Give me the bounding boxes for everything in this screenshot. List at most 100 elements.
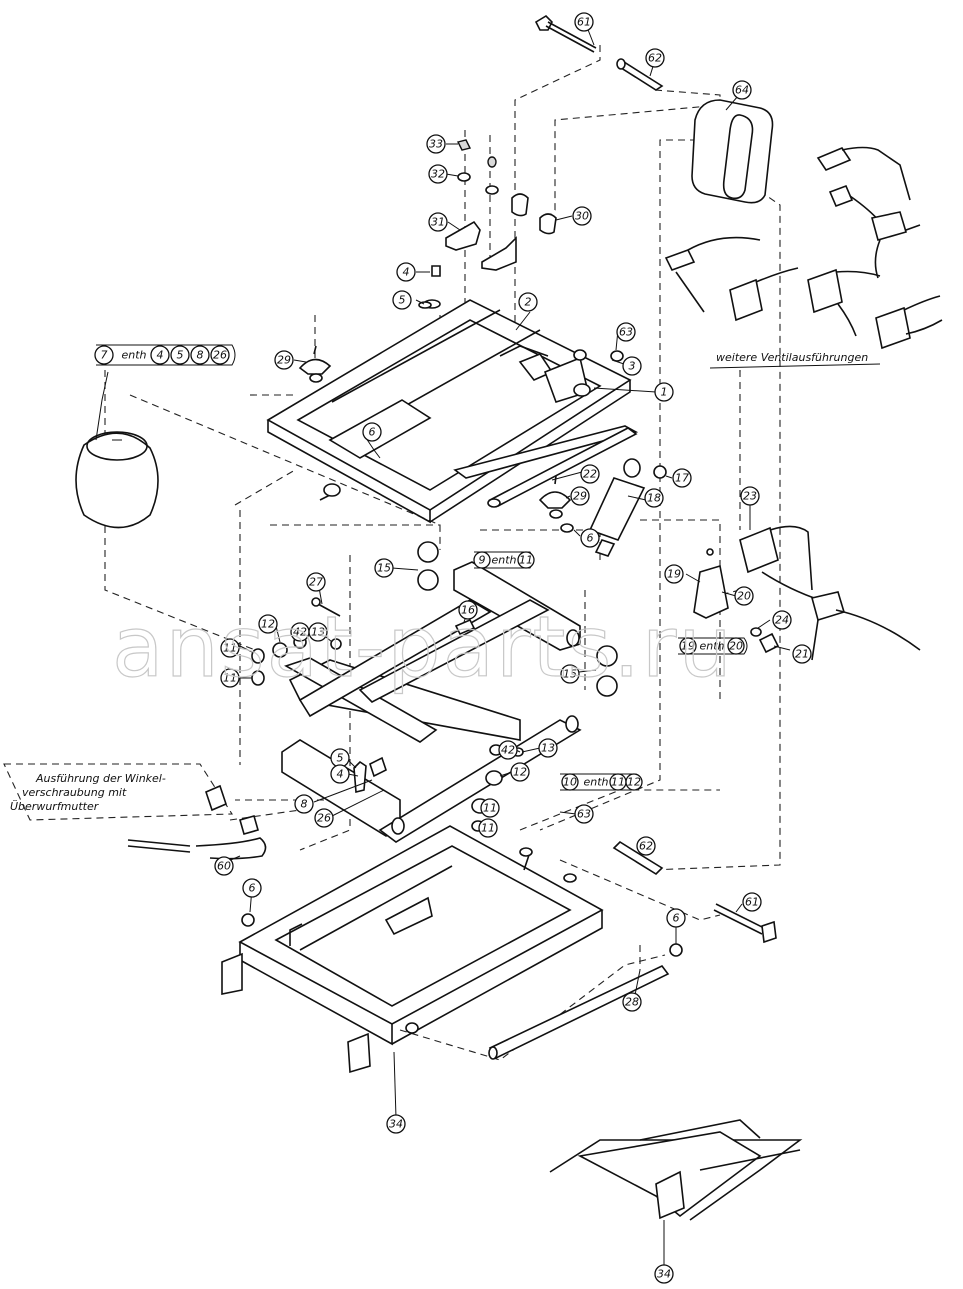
lower-base-frame [221, 825, 683, 1074]
part-callout-15: 15 [560, 664, 580, 684]
callout-number: 20 [737, 590, 751, 603]
part-callout-8: 8 [294, 794, 314, 814]
callout-number: 12 [261, 618, 275, 631]
part-callout-24: 24 [772, 610, 792, 630]
callout-number: 6 [587, 532, 594, 545]
group-10-item: 11 [611, 776, 625, 789]
part-callout-21: 21 [792, 644, 812, 664]
callout-number: 4 [403, 266, 410, 279]
top-bolt [534, 14, 597, 53]
callout-number: 6 [673, 912, 680, 925]
callout-number: 11 [481, 822, 495, 835]
callout-number: 33 [429, 138, 443, 151]
callout-number: 63 [619, 326, 633, 339]
callout-circle [510, 762, 530, 782]
variants-label-group: weitere Ventilausführungen [709, 351, 881, 369]
cross-shaft [488, 964, 670, 1060]
part-callout-3: 3 [622, 356, 642, 376]
group-9-word: enth [491, 554, 516, 567]
group-7-item: 4 [157, 349, 164, 362]
callout-circle [654, 1264, 674, 1284]
callout-circle [428, 212, 448, 232]
part-callout-6: 6 [362, 422, 382, 442]
valve-lever-plate [693, 548, 780, 654]
lower-bolt [713, 903, 777, 944]
pivot-pin-top [616, 58, 664, 91]
callout-number: 6 [249, 882, 256, 895]
part-callout-5: 5 [392, 290, 412, 310]
callout-circle [220, 638, 240, 658]
part-callout-5: 5 [330, 748, 350, 768]
callout-circle [498, 740, 518, 760]
part-callout-29: 29 [570, 486, 590, 506]
callout-number: 28 [625, 996, 639, 1009]
callout-circle [396, 262, 416, 282]
callout-number: 42 [293, 626, 307, 639]
group-7-item: 8 [197, 349, 204, 362]
callout-circle [308, 622, 328, 642]
part-callout-13: 13 [538, 738, 558, 758]
callout-number: 29 [573, 490, 587, 503]
shock-absorber [560, 458, 667, 557]
callout-circle [330, 764, 350, 784]
callout-circle [538, 738, 558, 758]
part-callout-42: 42 [498, 740, 518, 760]
part-callout-23: 23 [740, 486, 760, 506]
watermark-text: ansat-parts.ru [112, 598, 734, 696]
group-9-main: 9 [479, 554, 486, 567]
callout-circle [220, 668, 240, 688]
callout-number: 1 [661, 386, 668, 399]
callout-circle [734, 586, 754, 606]
callout-circle [572, 206, 592, 226]
part-callout-2: 2 [518, 292, 538, 312]
group-7-word: enth [121, 349, 146, 362]
callout-number: 6 [369, 426, 376, 439]
note-line-3: Überwurfmutter [10, 800, 100, 813]
part-callout-4: 4 [396, 262, 416, 282]
callout-circle [242, 878, 262, 898]
group-7-item: 26 [213, 349, 227, 362]
callout-number: 3 [629, 360, 636, 373]
part-callout-19: 19 [664, 564, 684, 584]
callout-circle [580, 528, 600, 548]
callout-number: 34 [389, 1118, 403, 1131]
callout-circle [732, 80, 752, 100]
part-callout-32: 32 [428, 164, 448, 184]
group-7-item: 5 [177, 349, 184, 362]
callout-number: 26 [317, 812, 331, 825]
part-callout-18: 18 [644, 488, 664, 508]
callout-number: 42 [501, 744, 515, 757]
part-callout-63: 63 [616, 322, 636, 342]
group-label-10: 10 enth 11 12 [560, 773, 643, 791]
callout-number: 60 [217, 860, 231, 873]
part-callout-20: 20 [734, 586, 754, 606]
group-label-19: 19 enth 20 [678, 637, 748, 655]
callout-circle [362, 422, 382, 442]
callout-number: 11 [223, 672, 237, 685]
callout-circle [666, 908, 686, 928]
angle-fitting-detail [3, 763, 267, 860]
callout-circle [772, 610, 792, 630]
callout-number: 12 [513, 766, 527, 779]
part-callout-12: 12 [510, 762, 530, 782]
callout-circle [428, 164, 448, 184]
callout-circle [274, 350, 294, 370]
part-callout-64: 64 [732, 80, 752, 100]
callout-circle [258, 614, 278, 634]
callout-circle [654, 382, 674, 402]
group-label-7: 7 enth 4 5 8 26 [94, 344, 236, 366]
callout-number: 23 [743, 490, 757, 503]
callout-circle [574, 12, 594, 32]
part-callout-29: 29 [274, 350, 294, 370]
group-10-word: enth [583, 776, 608, 789]
part-callout-6: 6 [666, 908, 686, 928]
part-callout-34: 34 [386, 1114, 406, 1134]
callout-number: 5 [399, 294, 406, 307]
callout-circle [518, 292, 538, 312]
callout-circle [622, 992, 642, 1012]
part-callout-16: 16 [458, 600, 478, 620]
part-callout-61: 61 [742, 892, 762, 912]
group-10-main: 10 [563, 776, 577, 789]
callout-number: 62 [648, 52, 662, 65]
